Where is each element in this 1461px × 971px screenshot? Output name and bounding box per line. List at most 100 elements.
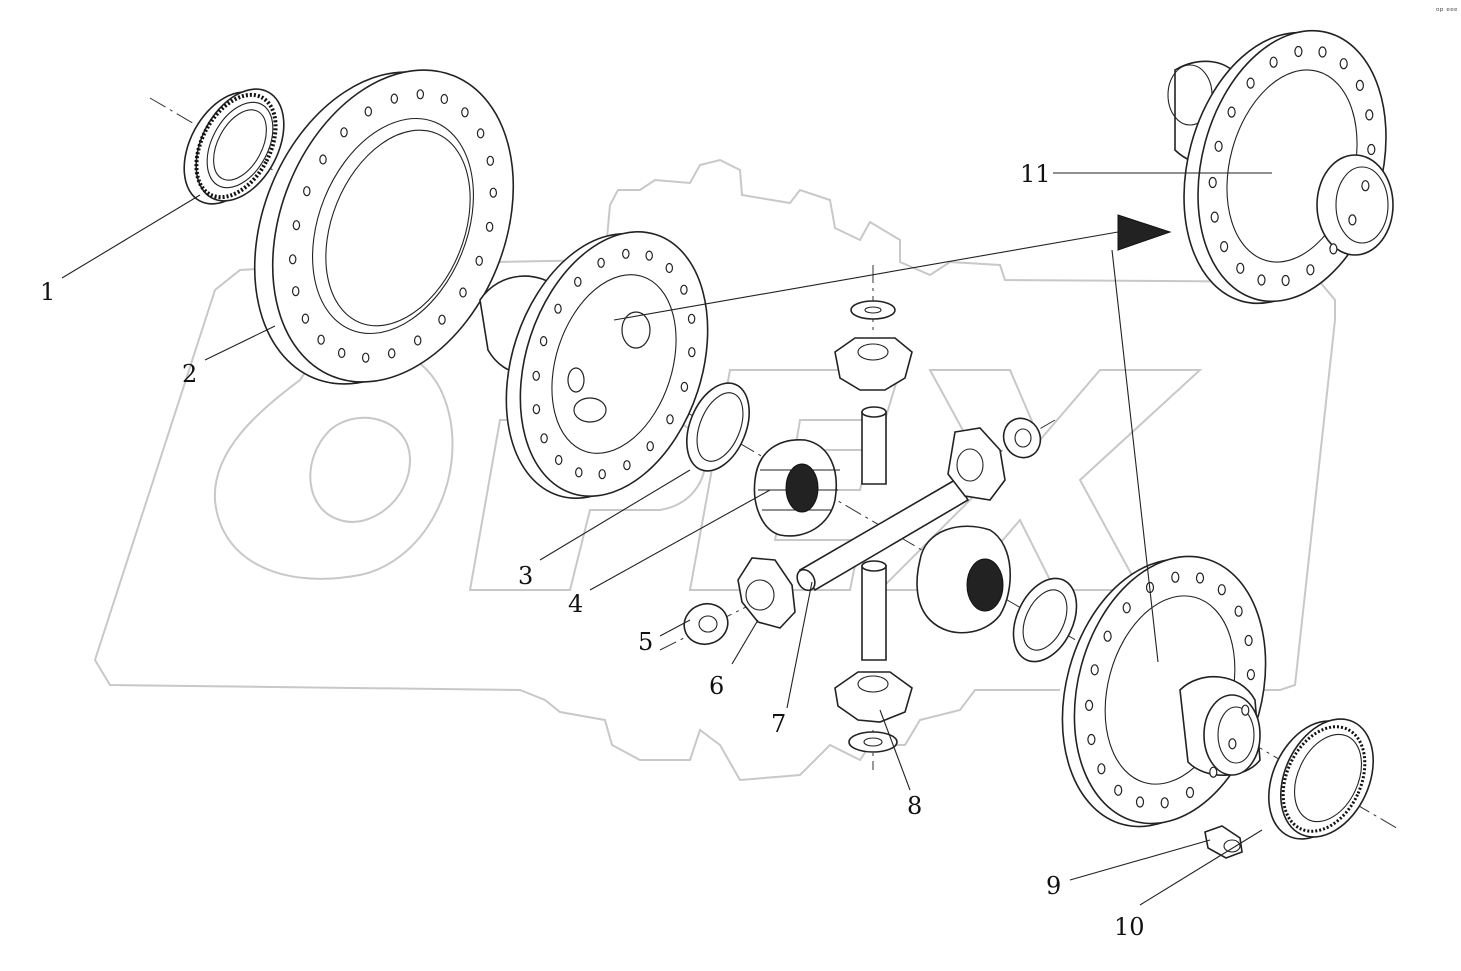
bolt-hole [1234, 605, 1243, 617]
bolt-hole [532, 404, 541, 415]
callout-2: 2 [182, 360, 197, 388]
bolt-hole [1090, 664, 1099, 676]
bolt-hole [1103, 630, 1112, 642]
side-gear-part-4 [753, 439, 840, 537]
callout-11: 11 [1020, 160, 1051, 188]
bolt-hole [317, 334, 325, 345]
bolt-hole [1361, 180, 1370, 192]
bolt-hole [1228, 738, 1237, 750]
bolt-hole [461, 107, 469, 118]
bolt-hole [1087, 733, 1096, 746]
bolt-hole [1257, 274, 1266, 286]
callout-10: 10 [1114, 913, 1145, 941]
bolt-hole [598, 469, 606, 480]
callout-3: 3 [518, 562, 533, 590]
callout-9: 9 [1046, 872, 1061, 900]
bolt-hole [1208, 176, 1217, 189]
bolt-hole [1209, 766, 1218, 778]
bolt-hole [687, 313, 696, 324]
bolt-hole [622, 248, 630, 259]
bolt-hole [1246, 668, 1256, 681]
bolt-hole [1219, 241, 1229, 253]
bolt-hole [1217, 584, 1226, 596]
bolt-hole [554, 454, 563, 466]
bolt-hole [485, 221, 494, 232]
bolt-hole [645, 250, 653, 261]
bolt-hole [1367, 143, 1376, 156]
bolt-hole [646, 441, 654, 452]
bolt-hole [1214, 140, 1223, 152]
bolt-hole [438, 314, 446, 325]
bolt-hole [303, 186, 311, 197]
bolt-hole [1185, 786, 1195, 799]
bolt-hole [574, 276, 582, 287]
bolt-hole [1355, 79, 1365, 92]
bearing-part-1 [183, 88, 285, 205]
bolt-hole [387, 348, 396, 359]
bolt-hole [440, 93, 449, 105]
bolt-hole [1171, 571, 1180, 583]
bolt-hole [1122, 602, 1131, 614]
bolt-hole [665, 262, 674, 274]
bolt-hole [1195, 572, 1205, 584]
bolt-hole [554, 303, 562, 314]
bolt-hole [532, 370, 540, 381]
bolt-hole [1241, 704, 1250, 716]
washer-part-5 [683, 602, 729, 646]
callout-5: 5 [638, 628, 653, 656]
bolt-hole [364, 106, 373, 117]
bolt-hole [1365, 109, 1374, 121]
callout-6: 6 [709, 672, 724, 700]
bolt-hole [337, 347, 346, 359]
bolt-hole [1318, 46, 1327, 58]
bolt-hole [623, 460, 631, 471]
spider-gear-top [834, 300, 913, 391]
bolt-hole [1227, 106, 1236, 118]
bolt-hole [1135, 796, 1145, 808]
bolt-hole [1244, 634, 1253, 647]
spider-gear-bottom [834, 671, 913, 753]
bolt-part-9 [1204, 825, 1243, 859]
bolt-hole [1210, 211, 1219, 223]
pinion-gear-part-6 [737, 557, 796, 629]
bolt-hole [301, 313, 310, 324]
bolt-hole [340, 127, 348, 138]
bolt-hole [319, 154, 327, 165]
bolt-hole [597, 257, 605, 268]
bolt-hole [688, 347, 696, 358]
bolt-hole [291, 286, 300, 297]
bolt-hole [1084, 699, 1094, 712]
bolt-hole [486, 155, 495, 166]
differential-case [479, 231, 709, 499]
bolt-hole [1339, 58, 1348, 70]
housing-half-bottom [1061, 555, 1267, 828]
callout-labels: 1 2 3 4 5 6 7 8 9 10 11 [40, 160, 1145, 941]
bolt-hole [459, 287, 467, 298]
cross-shaft-part-7 [796, 406, 970, 661]
bolt-hole [390, 93, 399, 104]
bearing-part-10 [1267, 718, 1375, 840]
bolt-hole [1097, 763, 1106, 775]
bolt-hole [489, 187, 498, 198]
bolt-hole [1236, 262, 1245, 274]
callout-4: 4 [568, 590, 583, 618]
bolt-hole [575, 467, 583, 478]
housing-half-part-11 [1117, 29, 1394, 305]
bolt-hole [288, 254, 297, 265]
bolt-hole [361, 352, 370, 363]
bolt-hole [540, 433, 548, 444]
bolt-hole [1281, 274, 1290, 287]
spider-gear-right [947, 417, 1042, 501]
bolt-hole [666, 414, 674, 425]
bolt-hole [475, 255, 483, 266]
bolt-hole [1306, 264, 1315, 276]
thrust-washer-part-3 [686, 382, 750, 472]
bolt-hole [413, 335, 422, 346]
callout-8: 8 [907, 792, 922, 820]
bolt-hole [1246, 77, 1255, 89]
corner-mark: ᵒᵖ ᵉᵉᵉ [1436, 7, 1458, 17]
callout-7: 7 [771, 710, 786, 738]
bolt-hole [1269, 56, 1278, 68]
leader-lines [61, 172, 1272, 906]
